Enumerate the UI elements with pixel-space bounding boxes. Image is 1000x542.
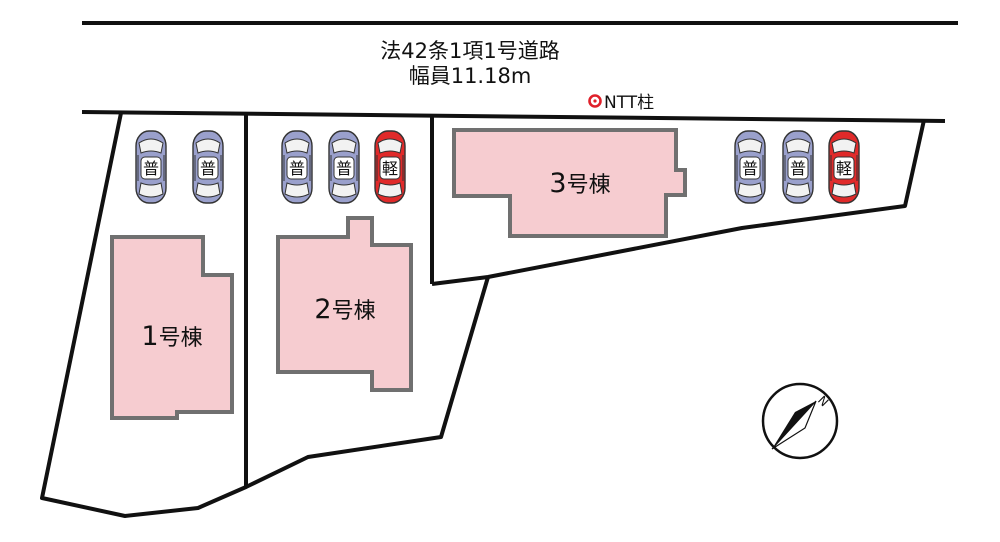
building-3-number: 3 bbox=[549, 168, 566, 199]
building-1-label: 1号棟 bbox=[141, 321, 202, 352]
parking-type-label: 普 bbox=[143, 159, 159, 178]
ntt-pole-marker: NTT柱 bbox=[588, 93, 654, 113]
building-1 bbox=[110, 235, 234, 420]
north-compass: N bbox=[761, 382, 839, 460]
parking-type-label: 普 bbox=[289, 159, 305, 178]
parking-type-label: 普 bbox=[742, 159, 758, 178]
road-edge-bottom bbox=[81, 110, 946, 123]
building-2 bbox=[276, 216, 413, 392]
building-2-label: 2号棟 bbox=[314, 294, 375, 325]
building-1-suffix: 号棟 bbox=[159, 326, 203, 351]
parking-type-label: 普 bbox=[200, 159, 216, 178]
parking-space-3c: 軽 bbox=[828, 130, 860, 204]
parking-space-1a: 普 bbox=[135, 130, 167, 204]
ntt-pole-label: NTT柱 bbox=[604, 93, 654, 113]
parking-space-2b: 普 bbox=[328, 130, 360, 204]
parking-type-label: 普 bbox=[790, 159, 806, 178]
building-3-suffix: 号棟 bbox=[567, 173, 611, 198]
parking-space-1b: 普 bbox=[192, 130, 224, 204]
building-3-label: 3号棟 bbox=[549, 168, 610, 199]
building-2-number: 2 bbox=[314, 294, 331, 325]
parking-type-label: 軽 bbox=[836, 159, 852, 178]
lot-1-boundary bbox=[40, 112, 248, 518]
parking-space-3b: 普 bbox=[782, 130, 814, 204]
road-width: 幅員11.18m bbox=[409, 64, 532, 88]
parking-space-3a: 普 bbox=[734, 130, 766, 204]
lot-3-boundary bbox=[431, 119, 926, 286]
parking-space-2c: 軽 bbox=[374, 130, 406, 204]
building-1-number: 1 bbox=[141, 321, 158, 352]
pole-icon bbox=[588, 94, 602, 108]
lot-2-boundary bbox=[245, 276, 490, 489]
building-3 bbox=[452, 128, 687, 238]
parking-type-label: 軽 bbox=[382, 159, 398, 178]
parking-space-2a: 普 bbox=[281, 130, 313, 204]
road-classification: 法42条1項1号道路 bbox=[380, 39, 559, 63]
parking-type-label: 普 bbox=[336, 159, 352, 178]
building-2-suffix: 号棟 bbox=[332, 299, 376, 324]
